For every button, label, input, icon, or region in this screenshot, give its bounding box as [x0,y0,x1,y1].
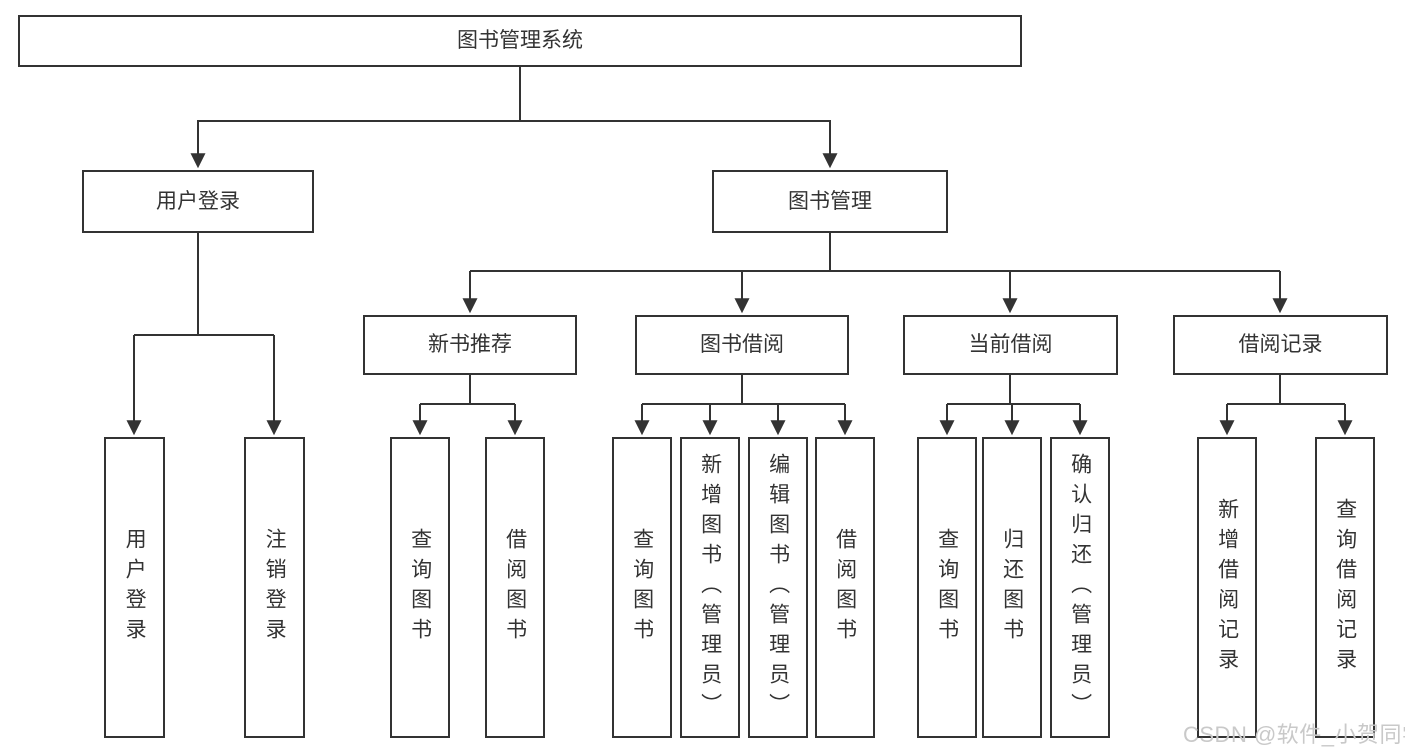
node-leaf-borrow-books: 借阅图书 [815,437,875,738]
node-leaf-query-borrow-record: 查询借阅记录 [1315,437,1375,738]
node-leaf-user-login: 用户登录 [104,437,165,738]
node-leaf-add-books-admin: 新增图书（管理员） [680,437,740,738]
node-book-management: 图书管理 [712,170,948,233]
node-new-book-recommendation: 新书推荐 [363,315,577,375]
node-borrowing-records: 借阅记录 [1173,315,1388,375]
node-leaf-logout: 注销登录 [244,437,305,738]
node-book-borrowing: 图书借阅 [635,315,849,375]
node-leaf-confirm-return-admin: 确认归还（管理员） [1050,437,1110,738]
node-leaf-return-books: 归还图书 [982,437,1042,738]
node-leaf-query-books-recommend: 查询图书 [390,437,450,738]
node-leaf-query-books-borrow: 查询图书 [612,437,672,738]
node-leaf-query-books-current: 查询图书 [917,437,977,738]
node-leaf-add-borrow-record: 新增借阅记录 [1197,437,1257,738]
node-leaf-borrow-books-recommend: 借阅图书 [485,437,545,738]
node-leaf-edit-books-admin: 编辑图书（管理员） [748,437,808,738]
node-book-management-system: 图书管理系统 [18,15,1022,67]
node-user-login: 用户登录 [82,170,314,233]
node-current-borrowing: 当前借阅 [903,315,1118,375]
csdn-watermark: CSDN @软件_小贺同学 [1183,722,1405,747]
